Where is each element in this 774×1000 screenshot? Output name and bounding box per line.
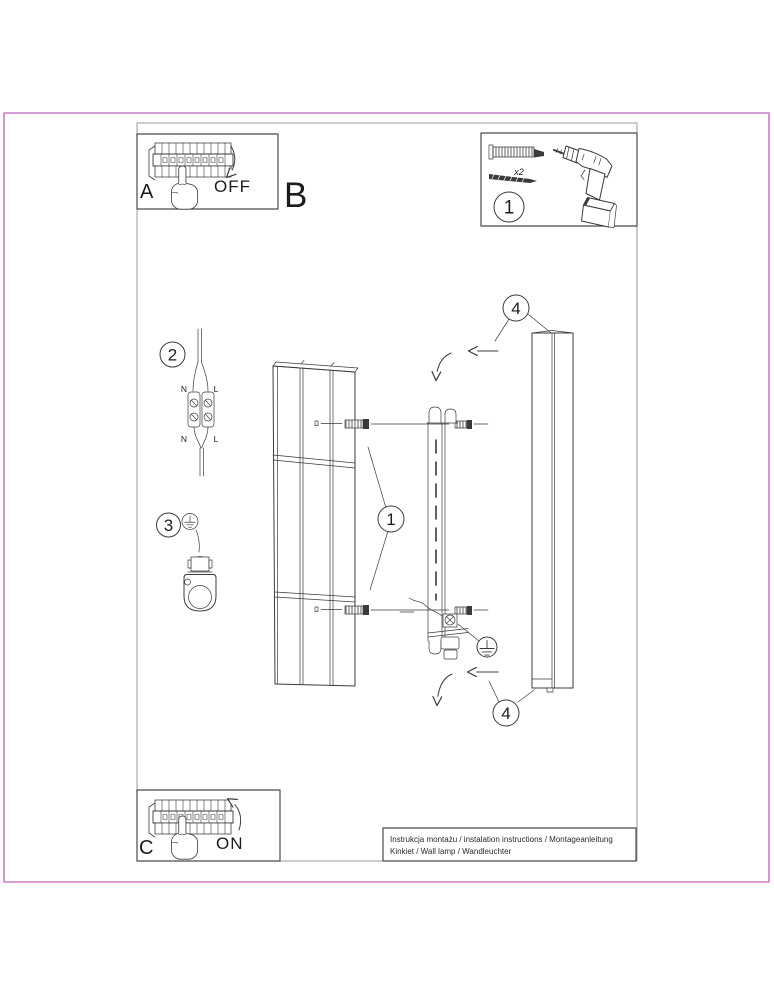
ground-wire [195,529,200,553]
step-1-leaders [367,446,389,591]
wire-bottom [199,447,204,477]
breaker-panel-icon [148,142,234,181]
wire-split-top [192,361,209,392]
pink-frame [3,112,770,883]
wire-top [197,328,202,363]
drill-icon [553,145,617,228]
step-4-top-number: 4 [511,299,520,318]
step-3-number: 3 [164,516,173,535]
wall-panels [272,359,359,687]
step-4-bottom-number: 4 [501,704,510,723]
screw-icon [489,174,537,183]
letter-b: B [284,176,307,215]
slide-arrow-bottom [432,666,499,707]
wire-split-bottom [193,426,209,449]
step-1-callout: 1 [367,446,405,591]
step-3-badge: 3 [156,512,181,538]
wall-plug-icon [488,144,544,160]
step-1-number: 1 [386,510,395,529]
step-4-bottom-leaders [488,680,535,703]
step-2-badge: 2 [159,341,186,368]
breaker-panel-icon-c [148,799,234,838]
terminal-block [187,391,215,428]
kit-box-border [480,132,638,227]
ground-terminal [399,597,469,660]
step-2-number: 2 [168,346,177,365]
letter-c: C [139,837,153,859]
panel-a-box: OFF A [136,133,279,210]
footer-line-2: Kinkiet / Wall lamp / Wandleuchter [390,847,512,856]
label-n-bottom: N [181,434,187,444]
wall-screw-bottom [314,605,489,615]
ground-step: 3 [156,512,217,612]
step-4-callout-top: 4 [494,294,552,342]
dowel-qty-label: x2 [513,167,524,177]
off-arrow-icon [226,145,237,178]
panel-c-border [136,789,281,862]
panel-c-box: ON C [136,789,281,862]
wall-screw-top [314,419,489,429]
on-label: ON [216,834,244,853]
ground-symbol-bottom [457,623,498,658]
footer-border [382,827,637,862]
footer-line-1: Instrukcja montażu / instalation instruc… [390,835,613,844]
step-4-top-leaders [494,313,552,342]
kit-step-number: 1 [504,198,515,219]
sheet-border [136,122,638,862]
lamp-body [531,330,574,693]
earth-wire [408,597,443,617]
footer-box: Instrukcja montażu / instalation instruc… [382,827,637,862]
ground-symbol-icon [181,513,199,530]
ground-bracket [183,556,217,612]
off-label: OFF [214,177,251,196]
wire-connector-step: 2 N L N L [159,328,219,477]
kit-step-badge: 1 [493,191,525,223]
mounting-bracket [399,406,469,660]
step-4-callout-bottom: 4 [488,680,535,727]
kit-box: x2 1 [480,132,638,228]
label-l-top: L [214,384,219,394]
panel-a-border [136,133,279,210]
on-arrow-icon [226,798,242,831]
label-l-bottom: L [214,434,219,444]
letter-a: A [140,181,154,203]
label-n-top: N [181,384,187,394]
slide-arrow-top [431,345,499,382]
